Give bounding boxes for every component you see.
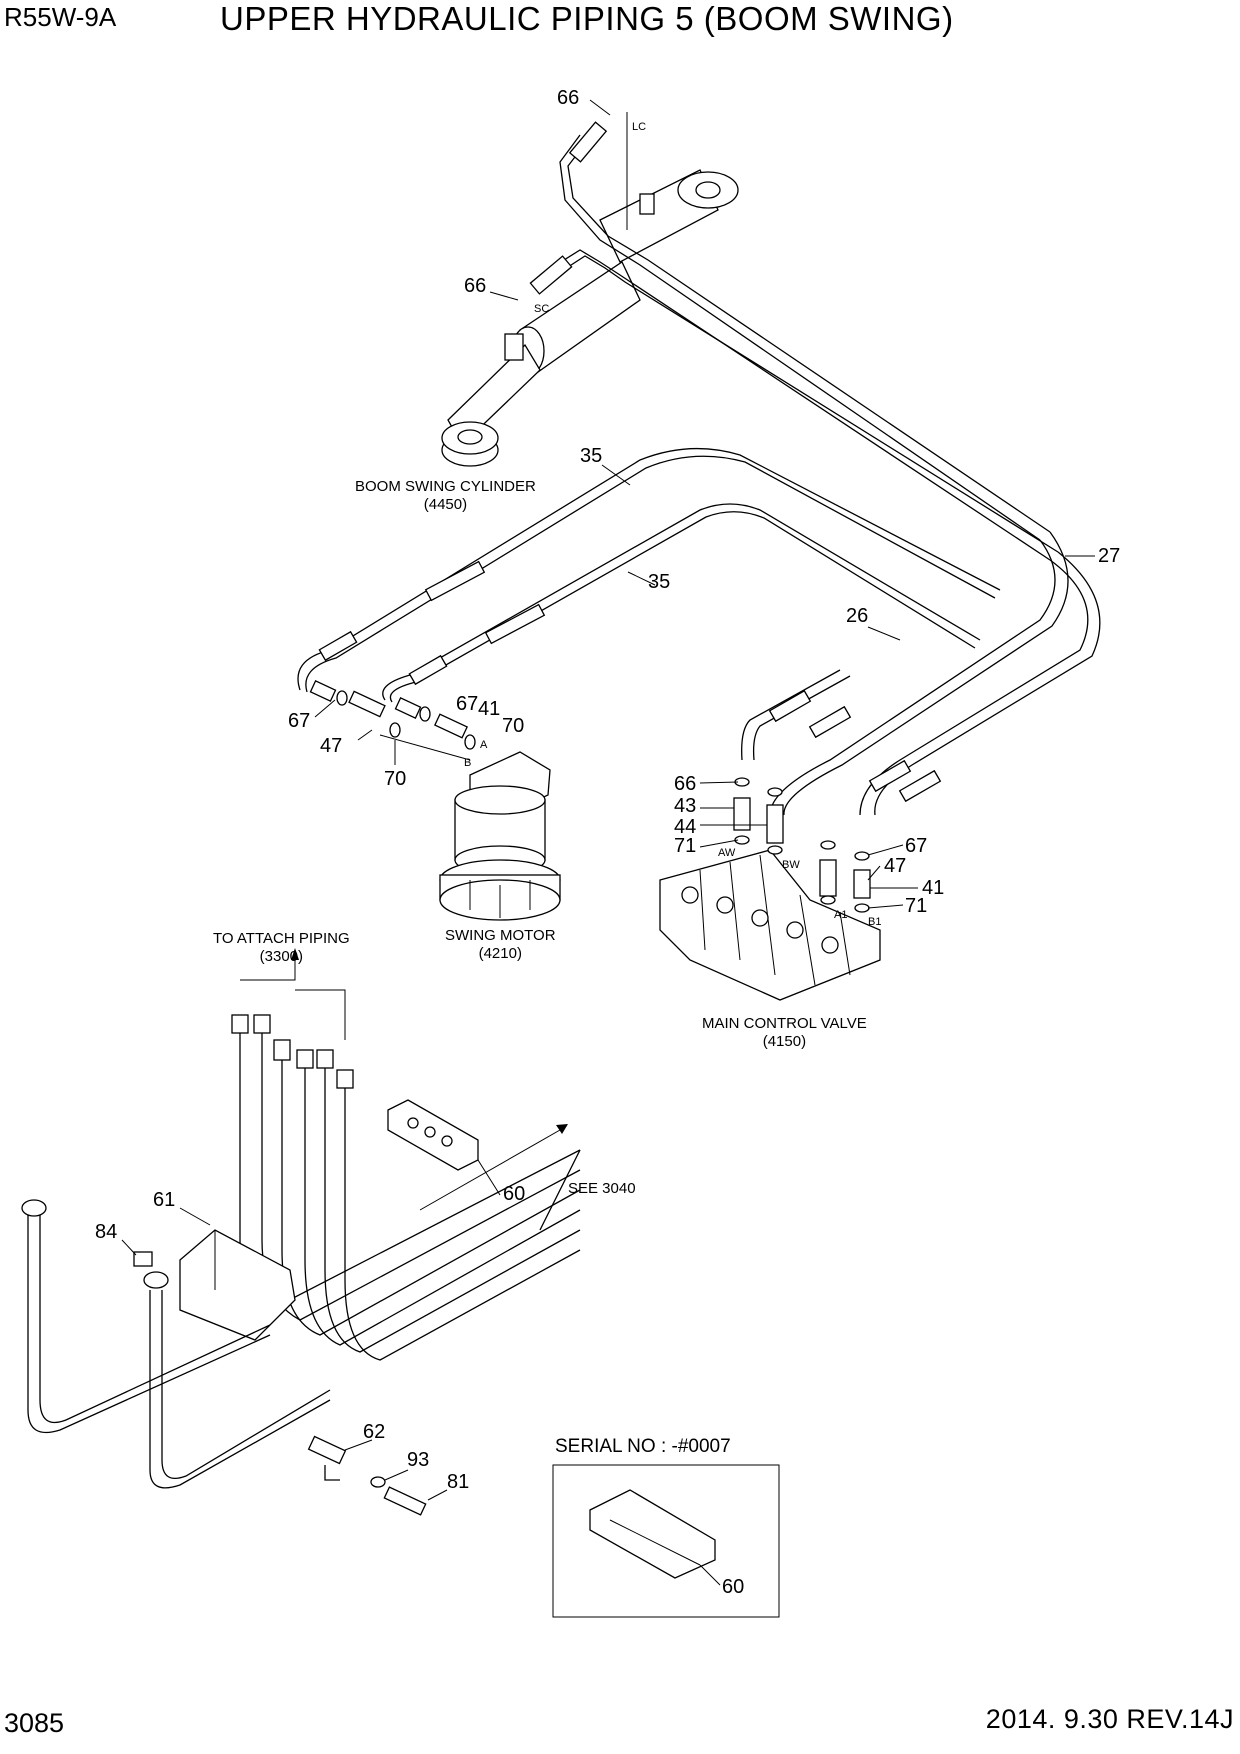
block-60: [387, 1099, 479, 1171]
callout-66-mcv: 66: [674, 773, 696, 795]
port-b1: B1: [868, 916, 881, 928]
port-bw: BW: [782, 859, 800, 871]
port-aw: AW: [718, 847, 736, 859]
callout-67-mid: 67: [456, 693, 478, 715]
serial-label: SERIAL NO : -#0007: [555, 1436, 731, 1457]
main-control-valve: [659, 849, 881, 1001]
callout-35-lower: 35: [648, 571, 670, 593]
callout-67-left: 67: [288, 710, 310, 732]
model-number: R55W-9A: [4, 2, 117, 32]
callout-41-right: 41: [922, 877, 944, 899]
serial-inset: [552, 1464, 780, 1618]
callout-93: 93: [407, 1449, 429, 1471]
hose-27-26: [741, 531, 1101, 816]
callout-71-left: 71: [674, 835, 696, 857]
callout-70-left: 70: [384, 768, 406, 790]
callout-84: 84: [95, 1221, 117, 1243]
mcv-caption: MAIN CONTROL VALVE (4150): [702, 1015, 867, 1051]
boom-cylinder-ref: (4450): [423, 496, 468, 513]
callout-60-inset: 60: [722, 1576, 744, 1598]
revision-date: 2014. 9.30 REV.14J: [985, 1704, 1234, 1734]
port-b: B: [464, 757, 471, 769]
callout-43: 43: [674, 795, 696, 817]
callout-47-right: 47: [884, 855, 906, 877]
attach-ref: (3300): [259, 948, 304, 965]
callout-71-right: 71: [905, 895, 927, 917]
boom-cylinder-name: BOOM SWING CYLINDER: [355, 478, 536, 495]
callout-41-mid: 41: [478, 698, 500, 720]
mcv-fittings: [733, 777, 871, 913]
callout-61: 61: [153, 1189, 175, 1211]
motor-fittings: [309, 680, 476, 761]
callout-62: 62: [363, 1421, 385, 1443]
boom-cylinder-caption: BOOM SWING CYLINDER (4450): [355, 478, 536, 514]
pin-bolt-group: [307, 1435, 427, 1516]
callout-47-left: 47: [320, 735, 342, 757]
port-a1: A1: [834, 909, 847, 921]
attach-piping: [231, 948, 581, 1361]
port-sc: SC: [534, 303, 549, 315]
attach-name: TO ATTACH PIPING: [213, 930, 350, 947]
callout-66-lc: 66: [557, 87, 579, 109]
hose-35: [297, 447, 1001, 703]
callout-81: 81: [447, 1471, 469, 1493]
port-a: A: [480, 739, 488, 751]
callout-70-right: 70: [502, 715, 524, 737]
callout-60: 60: [503, 1183, 525, 1205]
swing-motor-name: SWING MOTOR: [445, 927, 556, 944]
page-title: UPPER HYDRAULIC PIPING 5 (BOOM SWING): [220, 0, 954, 37]
swing-motor: [439, 751, 561, 921]
callout-66-sc: 66: [464, 275, 486, 297]
callout-27: 27: [1098, 545, 1120, 567]
swing-motor-caption: SWING MOTOR (4210): [445, 927, 556, 963]
mcv-name: MAIN CONTROL VALVE: [702, 1015, 867, 1032]
boom-swing-cylinder: [441, 169, 739, 467]
callout-67-right: 67: [905, 835, 927, 857]
page-number: 3085: [4, 1708, 65, 1738]
port-lc: LC: [632, 121, 646, 133]
callout-35-upper: 35: [580, 445, 602, 467]
swing-motor-ref: (4210): [478, 945, 522, 962]
leader-lines: [121, 99, 1095, 1586]
cylinder-hoses: [529, 112, 1059, 561]
clamp-61: [21, 1199, 331, 1489]
attach-caption: TO ATTACH PIPING (3300): [213, 930, 350, 966]
mcv-ref: (4150): [762, 1033, 807, 1050]
see-ref-caption: SEE 3040: [568, 1180, 636, 1197]
callout-26: 26: [846, 605, 868, 627]
callout-44: 44: [674, 816, 696, 838]
